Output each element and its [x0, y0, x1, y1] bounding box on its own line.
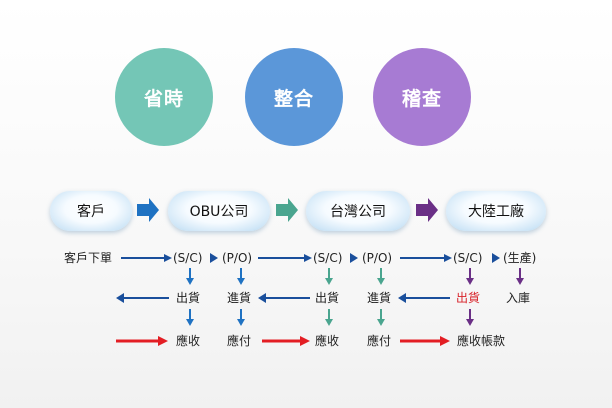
entity-taiwan: 台灣公司	[306, 191, 410, 231]
label-ship-obu: 出貨	[176, 291, 201, 305]
label-buy-taiwan: 進貨	[367, 291, 392, 305]
label-po-obu: (P/O)	[222, 251, 253, 265]
row1-arrows	[121, 253, 500, 263]
down-arrows-row2	[186, 309, 474, 326]
label-payable-obu: 應付	[227, 334, 252, 348]
label-receivable-taiwan: 應收	[315, 334, 340, 348]
label-payable-taiwan: 應付	[367, 334, 392, 348]
label-ship-taiwan: 出貨	[315, 291, 340, 305]
circle-audit: 稽查	[373, 48, 471, 146]
circle-audit-label: 稽查	[401, 87, 442, 110]
label-sc-obu: (S/C)	[173, 251, 203, 265]
label-buy-obu: 進貨	[227, 291, 252, 305]
entity-china-factory: 大陸工廠	[446, 191, 546, 231]
circle-save-time-label: 省時	[143, 87, 184, 110]
entity-obu-label: OBU公司	[189, 204, 249, 220]
label-production: (生產)	[503, 251, 537, 265]
entity-arrow-3	[416, 198, 438, 222]
circle-integrate: 整合	[245, 48, 343, 146]
label-po-taiwan: (P/O)	[362, 251, 393, 265]
entity-customer: 客戶	[50, 191, 132, 231]
down-arrows-row1	[186, 268, 524, 285]
entity-taiwan-label: 台灣公司	[330, 204, 386, 220]
label-sc-taiwan: (S/C)	[313, 251, 343, 265]
entity-china-factory-label: 大陸工廠	[468, 204, 524, 220]
entity-obu: OBU公司	[168, 191, 270, 231]
entity-customer-label: 客戶	[77, 204, 105, 220]
label-customer-order: 客戶下單	[64, 251, 113, 265]
label-stock-in: 入庫	[506, 291, 531, 305]
label-receivable-account: 應收帳款	[457, 334, 506, 348]
label-receivable-obu: 應收	[176, 334, 201, 348]
entity-arrow-2	[276, 198, 298, 222]
label-ship-factory: 出貨	[456, 291, 481, 305]
circle-integrate-label: 整合	[273, 87, 314, 110]
row3-arrows	[116, 336, 450, 346]
label-sc-factory: (S/C)	[453, 251, 483, 265]
row2-arrows	[116, 293, 450, 303]
circle-save-time: 省時	[115, 48, 213, 146]
entity-arrow-1	[137, 198, 159, 222]
